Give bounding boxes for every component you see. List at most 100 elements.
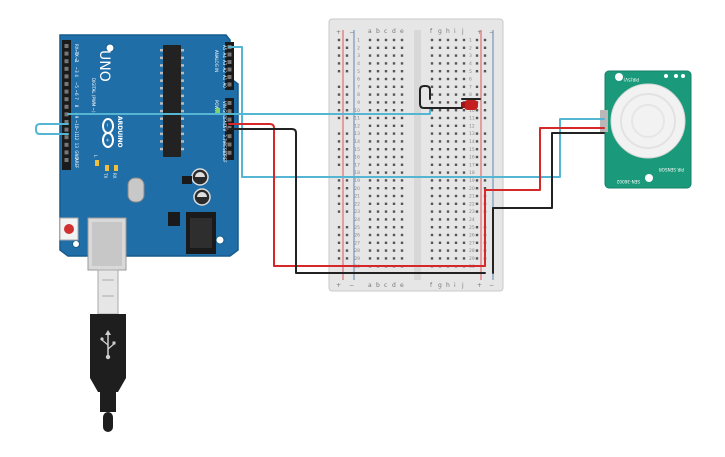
breadboard-hole[interactable] — [446, 163, 450, 166]
rail-hole[interactable] — [475, 179, 479, 182]
rail-hole[interactable] — [475, 140, 479, 143]
rail-hole[interactable] — [483, 179, 487, 182]
breadboard-hole[interactable] — [384, 202, 388, 205]
breadboard-hole[interactable] — [384, 62, 388, 65]
breadboard-hole[interactable] — [438, 179, 442, 182]
breadboard-hole[interactable] — [446, 241, 450, 244]
breadboard-hole[interactable] — [392, 202, 396, 205]
breadboard-hole[interactable] — [454, 85, 458, 88]
breadboard-hole[interactable] — [454, 226, 458, 229]
rail-hole[interactable] — [475, 116, 479, 120]
breadboard-hole[interactable] — [376, 241, 380, 244]
breadboard-hole[interactable] — [400, 77, 404, 81]
rail-hole[interactable] — [337, 179, 341, 182]
breadboard-hole[interactable] — [462, 233, 466, 237]
rail-hole[interactable] — [345, 93, 349, 96]
rail-hole[interactable] — [483, 93, 487, 96]
rail-hole[interactable] — [483, 62, 487, 65]
rail-hole[interactable] — [345, 140, 349, 143]
breadboard-hole[interactable] — [368, 226, 372, 229]
breadboard-hole[interactable] — [400, 257, 404, 260]
breadboard-hole[interactable] — [392, 218, 396, 221]
breadboard-hole[interactable] — [446, 77, 450, 81]
breadboard-hole[interactable] — [392, 241, 396, 244]
breadboard-hole[interactable] — [384, 249, 388, 252]
breadboard-hole[interactable] — [454, 233, 458, 237]
breadboard-hole[interactable] — [446, 132, 450, 135]
breadboard-hole[interactable] — [430, 93, 434, 96]
breadboard-hole[interactable] — [430, 257, 434, 260]
breadboard-hole[interactable] — [376, 140, 380, 143]
breadboard-hole[interactable] — [430, 46, 434, 49]
rail-hole[interactable] — [475, 70, 479, 73]
breadboard-hole[interactable] — [392, 194, 396, 198]
breadboard-hole[interactable] — [454, 62, 458, 65]
digital-pin-hole[interactable] — [64, 74, 69, 79]
digital-pin-hole[interactable] — [64, 112, 69, 117]
breadboard-hole[interactable] — [430, 62, 434, 65]
rail-hole[interactable] — [337, 210, 341, 213]
breadboard-hole[interactable] — [446, 194, 450, 198]
digital-pin-hole[interactable] — [64, 127, 69, 132]
rail-hole[interactable] — [345, 155, 349, 159]
breadboard-hole[interactable] — [438, 62, 442, 65]
rail-hole[interactable] — [475, 257, 479, 260]
digital-pin-hole[interactable] — [64, 120, 69, 124]
digital-pin-hole[interactable] — [64, 82, 69, 86]
breadboard-hole[interactable] — [384, 194, 388, 198]
breadboard-hole[interactable] — [462, 155, 466, 159]
breadboard-hole[interactable] — [400, 132, 404, 135]
digital-pin-hole[interactable] — [64, 142, 69, 147]
rail-hole[interactable] — [337, 155, 341, 159]
breadboard-hole[interactable] — [462, 77, 466, 81]
breadboard-hole[interactable] — [430, 155, 434, 159]
breadboard-hole[interactable] — [430, 226, 434, 229]
breadboard-hole[interactable] — [454, 163, 458, 166]
rail-hole[interactable] — [345, 132, 349, 135]
breadboard-hole[interactable] — [438, 70, 442, 73]
breadboard-hole[interactable] — [392, 187, 396, 190]
rail-hole[interactable] — [337, 249, 341, 252]
breadboard-hole[interactable] — [430, 249, 434, 252]
breadboard-hole[interactable] — [430, 109, 434, 112]
breadboard-hole[interactable] — [438, 202, 442, 205]
breadboard-hole[interactable] — [368, 140, 372, 143]
breadboard-hole[interactable] — [392, 54, 396, 57]
rail-hole[interactable] — [337, 109, 341, 112]
breadboard-hole[interactable] — [392, 210, 396, 213]
breadboard-hole[interactable] — [438, 77, 442, 81]
rail-hole[interactable] — [337, 194, 341, 198]
breadboard-hole[interactable] — [430, 85, 434, 88]
rail-hole[interactable] — [475, 93, 479, 96]
breadboard-hole[interactable] — [368, 179, 372, 182]
rail-hole[interactable] — [475, 226, 479, 229]
rail-hole[interactable] — [337, 163, 341, 166]
breadboard-hole[interactable] — [400, 70, 404, 73]
breadboard-hole[interactable] — [384, 218, 388, 221]
rail-hole[interactable] — [345, 179, 349, 182]
rail-hole[interactable] — [483, 116, 487, 120]
breadboard-hole[interactable] — [454, 148, 458, 151]
breadboard-hole[interactable] — [384, 171, 388, 174]
breadboard-hole[interactable] — [368, 202, 372, 205]
rail-hole[interactable] — [345, 85, 349, 88]
breadboard-hole[interactable] — [384, 93, 388, 96]
breadboard-hole[interactable] — [454, 179, 458, 182]
breadboard-hole[interactable] — [400, 241, 404, 244]
breadboard-hole[interactable] — [446, 124, 450, 127]
breadboard-hole[interactable] — [446, 109, 450, 112]
breadboard-hole[interactable] — [368, 116, 372, 120]
analog-pin-hole[interactable] — [227, 82, 232, 87]
breadboard-hole[interactable] — [446, 62, 450, 65]
breadboard-hole[interactable] — [392, 132, 396, 135]
rail-hole[interactable] — [475, 241, 479, 244]
breadboard-hole[interactable] — [376, 116, 380, 120]
breadboard-hole[interactable] — [430, 77, 434, 81]
breadboard-hole[interactable] — [392, 62, 396, 65]
breadboard-hole[interactable] — [446, 46, 450, 49]
breadboard-hole[interactable] — [454, 93, 458, 96]
breadboard-hole[interactable] — [454, 38, 458, 42]
breadboard-hole[interactable] — [454, 70, 458, 73]
breadboard-hole[interactable] — [400, 116, 404, 120]
analog-pin-hole[interactable] — [227, 75, 232, 79]
